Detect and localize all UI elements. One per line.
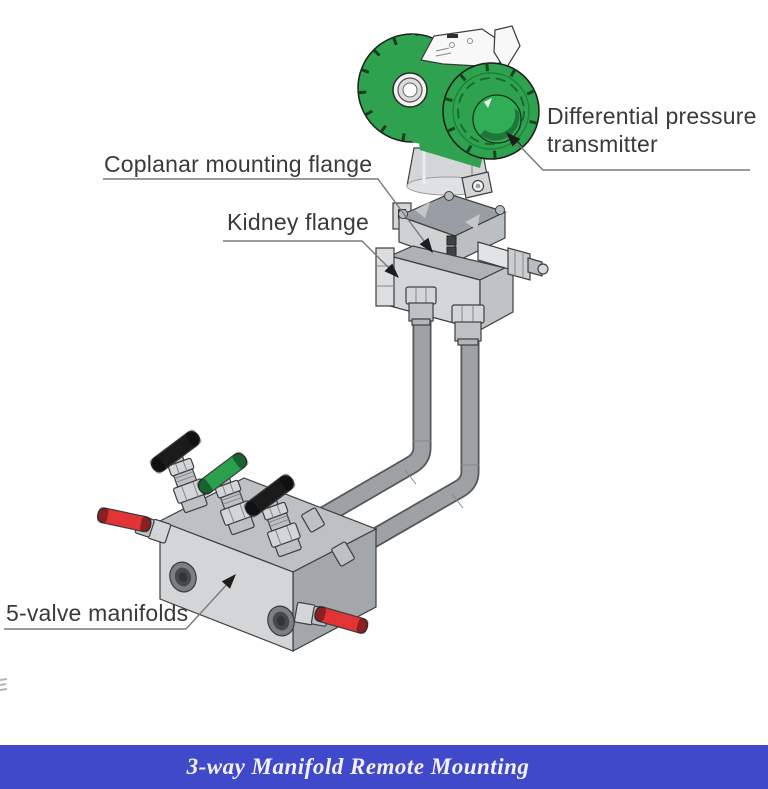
neck-bracket — [461, 171, 493, 199]
kidney-arrowhead — [384, 263, 399, 278]
label-differential-pressure-transmitter: Differential pressure transmitter — [547, 103, 757, 157]
flange-bolt — [444, 191, 454, 201]
manifold-port-1 — [169, 561, 197, 593]
tube-fitting-right — [331, 541, 355, 567]
transmitter-arrowhead — [506, 132, 521, 147]
manifold-port-2 — [267, 605, 295, 637]
kidney-bottom-fitting-right — [451, 304, 485, 346]
kidney-bottom-fitting-left — [405, 286, 437, 326]
label-5-valve-manifolds: 5-valve manifolds — [6, 600, 189, 626]
caption-text: 3-way Manifold Remote Mounting — [186, 754, 530, 779]
coplanar-arrowhead — [419, 237, 433, 253]
kidney-leader-line — [223, 240, 394, 273]
coplanar-flange — [397, 191, 507, 263]
impulse-tube-left — [308, 310, 432, 531]
coplanar-leader-line — [103, 178, 428, 246]
manifold-valve-red-left — [93, 500, 172, 545]
nameplate — [420, 28, 511, 68]
manifold-leader-line — [4, 580, 231, 630]
conduit-port — [392, 72, 428, 108]
transmitter-leader-line — [512, 138, 750, 171]
front-cover-center — [472, 94, 522, 144]
front-cover — [442, 62, 540, 160]
flange-bolt — [495, 205, 505, 215]
kidney-left-block — [375, 247, 395, 307]
manifold-arrowhead — [221, 574, 236, 589]
tube-fitting-left — [301, 507, 325, 533]
label-coplanar-mounting-flange: Coplanar mounting flange — [104, 151, 373, 177]
kidney-flange — [375, 241, 549, 346]
label-kidney-flange: Kidney flange — [227, 209, 369, 235]
manifold-block — [158, 477, 378, 652]
top-bracket — [493, 25, 521, 72]
edge-artifact — [0, 678, 8, 691]
transmitter-head — [357, 25, 540, 168]
manifold-front-face — [159, 520, 294, 652]
kidney-side-port — [477, 241, 549, 281]
caption-bar: 3-way Manifold Remote Mounting — [0, 745, 768, 789]
impulse-tube-right — [338, 330, 480, 565]
vent-port — [446, 235, 457, 246]
